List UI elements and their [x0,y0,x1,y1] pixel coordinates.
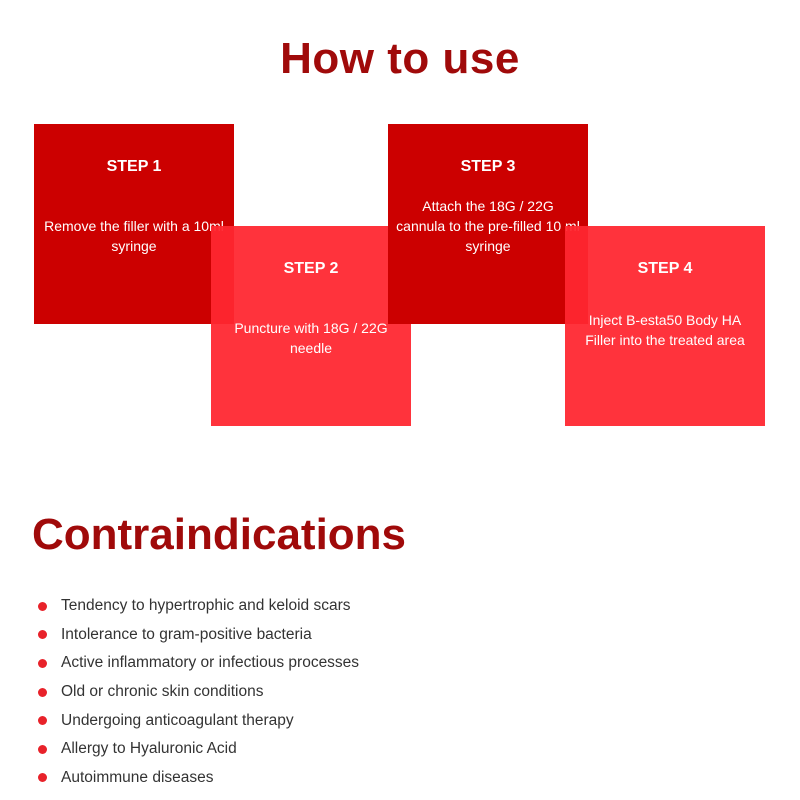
bullet-dot-icon [38,716,47,726]
bullet-dot-icon [38,773,47,783]
list-item-text: Active inflammatory or infectious proces… [61,654,360,672]
list-item: Active inflammatory or infectious proces… [38,649,359,678]
step-description: Remove the filler with a 10ml syringe [44,218,224,254]
step-description: Inject B-esta50 Body HA Filler into the … [585,312,745,348]
step-card-2: STEP 2 Puncture with 18G / 22G needle [211,226,411,426]
bullet-dot-icon [38,687,47,697]
step-label: STEP 1 [106,158,162,175]
contraindications-title: Contraindications [32,510,407,559]
step-card-4: STEP 4 Inject B-esta50 Body HA Filler in… [565,226,765,426]
list-item-text: Intolerance to gram-positive bacteria [61,625,312,643]
list-item: Intolerance to gram-positive bacteria [38,621,359,650]
step-label: STEP 2 [283,260,339,277]
bullet-dot-icon [38,601,47,611]
steps-section: STEP 1 Remove the filler with a 10ml syr… [34,124,765,426]
contraindications-list: Tendency to hypertrophic and keloid scar… [38,592,359,792]
list-item-text: Allergy to Hyaluronic Acid [61,740,237,758]
list-item-text: Tendency to hypertrophic and keloid scar… [61,597,351,615]
step-card-1: STEP 1 Remove the filler with a 10ml syr… [34,124,234,324]
step-description: Puncture with 18G / 22G needle [234,320,388,356]
list-item: Autoimmune diseases [38,764,359,793]
step-card-3: STEP 3 Attach the 18G / 22G cannula to t… [388,124,588,324]
bullet-dot-icon [38,658,47,668]
list-item: Undergoing anticoagulant therapy [38,706,359,735]
bullet-dot-icon [38,744,47,754]
step-description: Attach the 18G / 22G cannula to the pre-… [396,198,580,254]
list-item: Old or chronic skin conditions [38,678,359,707]
list-item-text: Autoimmune diseases [61,768,214,786]
list-item: Allergy to Hyaluronic Acid [38,735,359,764]
list-item-text: Undergoing anticoagulant therapy [61,711,294,729]
step-label: STEP 3 [460,158,516,175]
list-item: Tendency to hypertrophic and keloid scar… [38,592,359,621]
step-label: STEP 4 [637,260,693,277]
list-item-text: Old or chronic skin conditions [61,683,264,701]
page-title: How to use [280,34,520,83]
bullet-dot-icon [38,630,47,640]
